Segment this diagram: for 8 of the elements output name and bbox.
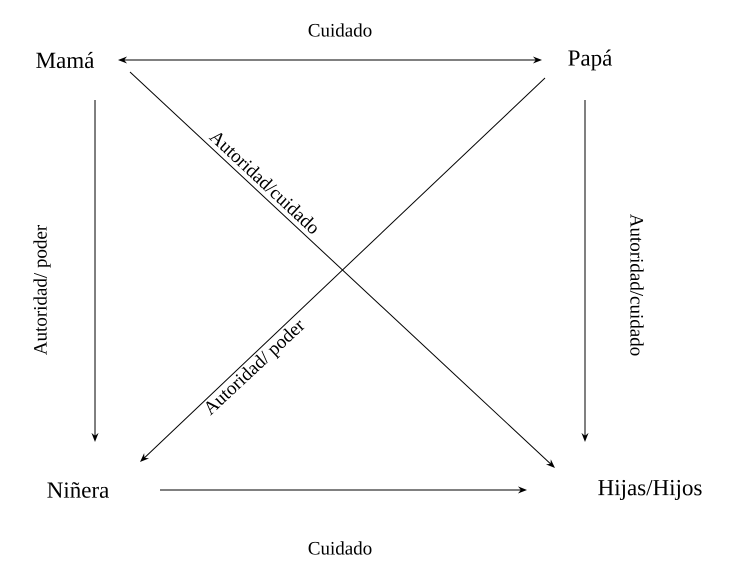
edge-label: Autoridad/cuidado [630,214,644,356]
edge-label: Cuidado [308,23,372,37]
node-label: Niñera [47,482,109,498]
node-label: Mamá [36,52,94,68]
node-label: Hijas/Hijos [598,480,702,500]
node-label: Papá [568,50,612,70]
edge-label: Autoridad/ poder [33,224,51,355]
edge-label: Cuidado [308,541,372,555]
